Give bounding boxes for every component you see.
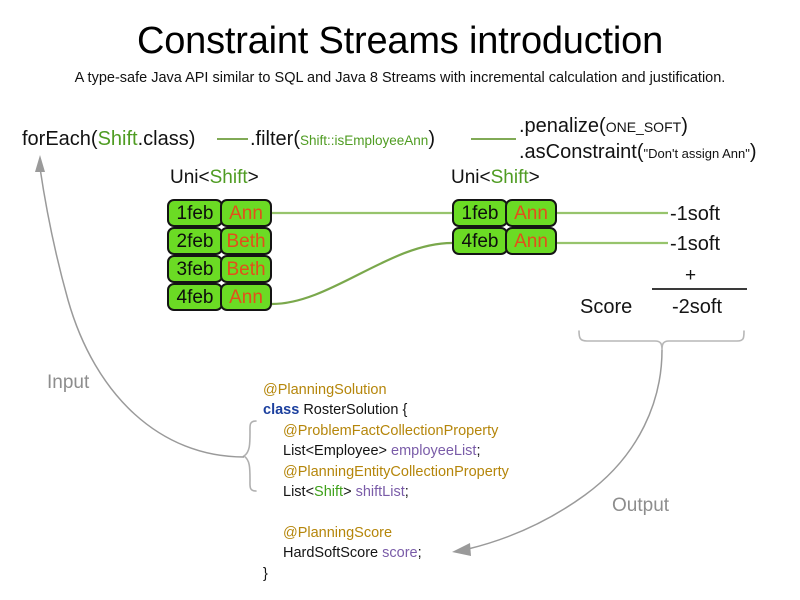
filter-prefix: .filter( (250, 128, 300, 150)
label-filter: .filter(Shift::isEmployeeAnn) (250, 126, 435, 154)
connector-stream-4feb (271, 241, 453, 306)
code-line: class RosterSolution { (263, 400, 509, 420)
code-token-plain: List<Employee> (283, 443, 392, 460)
code-line: @ProblemFactCollectionProperty (263, 421, 509, 441)
code-line (263, 502, 509, 522)
uni-right-suffix: > (528, 167, 540, 188)
shift-date-cell: 4feb (167, 283, 223, 311)
penalty-line-2: -1soft (670, 233, 721, 255)
code-fields-brace (242, 420, 257, 492)
code-token-plain: ; (476, 443, 481, 460)
shift-date-cell: 3feb (167, 255, 223, 283)
code-token-fld: shiftList (355, 483, 405, 500)
shift-employee-cell: Ann (220, 199, 272, 227)
code-line: List<Employee> employeeList; (263, 441, 509, 461)
code-line: @PlanningSolution (263, 380, 509, 400)
shift-employee-cell: Ann (505, 227, 557, 255)
as-constraint-arg: "Don't assign Ann" (643, 146, 750, 161)
output-label: Output (612, 495, 670, 516)
uni-right-prefix: Uni< (451, 167, 491, 188)
shift-employee-cell: Ann (505, 199, 557, 227)
penalize-arg: ONE_SOFT (605, 119, 682, 135)
code-token-anno: @PlanningEntityCollectionProperty (283, 463, 509, 480)
shift-date-cell: 4feb (452, 227, 508, 255)
code-token-plain: ; (404, 483, 409, 500)
code-token-plain: HardSoftScore (283, 545, 383, 562)
code-line: } (263, 564, 509, 584)
filter-suffix: ) (428, 128, 435, 150)
code-token-gtype: Shift (314, 483, 344, 500)
code-token-fld: score (382, 545, 418, 562)
input-arrow-head (35, 155, 45, 172)
shift-employee-cell: Beth (220, 255, 272, 283)
foreach-prefix: forEach( (22, 128, 98, 150)
sum-operator: + (685, 265, 697, 286)
code-line: @PlanningScore (263, 523, 509, 543)
score-brace (578, 330, 745, 351)
uni-right-type: Shift (490, 167, 529, 188)
foreach-type: Shift (97, 128, 138, 150)
code-line: HardSoftScore score; (263, 543, 509, 563)
code-token-fld: employeeList (391, 443, 477, 460)
uni-left-type: Shift (209, 167, 248, 188)
foreach-suffix: .class) (137, 128, 196, 150)
uni-header-right: Uni<Shift> (451, 166, 540, 190)
as-constraint-suffix: ) (749, 141, 757, 163)
input-label: Input (47, 372, 90, 393)
score-label: Score (580, 296, 633, 318)
code-token-anno: @PlanningSolution (263, 382, 387, 398)
uni-header-left: Uni<Shift> (170, 166, 259, 190)
label-foreach: forEach(Shift.class) (22, 126, 195, 152)
penalty-line-1: -1soft (670, 203, 721, 225)
as-constraint-prefix: .asConstraint( (519, 141, 644, 163)
code-token-plain: > (343, 483, 356, 500)
score-total: -2soft (672, 296, 723, 318)
code-token-plain: List< (283, 483, 315, 500)
code-line: @PlanningEntityCollectionProperty (263, 462, 509, 482)
code-line: List<Shift> shiftList; (263, 482, 509, 502)
code-token-plain: } (263, 565, 268, 582)
penalize-prefix: .penalize( (519, 115, 606, 137)
shift-employee-cell: Beth (220, 227, 272, 255)
shift-employee-cell: Ann (220, 283, 272, 311)
domain-model-code: @PlanningSolution class RosterSolution { @… (263, 380, 509, 584)
filter-method-ref: Shift::isEmployeeAnn (300, 133, 429, 148)
uni-left-suffix: > (247, 167, 259, 188)
code-token-plain: ; (417, 545, 422, 562)
code-token-anno: @ProblemFactCollectionProperty (283, 422, 499, 439)
shift-date-cell: 1feb (167, 199, 223, 227)
code-token-kw: class (263, 402, 300, 419)
code-token-plain: RosterSolution { (299, 402, 408, 419)
page-subtitle: A type-safe Java API similar to SQL and … (74, 70, 726, 86)
page-title: Constraint Streams introduction (136, 20, 664, 62)
sum-divider (652, 288, 747, 290)
label-penalize: .penalize(ONE_SOFT) (519, 113, 688, 140)
shift-date-cell: 1feb (452, 199, 508, 227)
uni-left-prefix: Uni< (170, 167, 210, 188)
code-token-anno: @PlanningScore (283, 524, 393, 541)
label-as-constraint: .asConstraint("Don't assign Ann") (519, 139, 757, 167)
penalize-suffix: ) (681, 115, 688, 137)
shift-date-cell: 2feb (167, 227, 223, 255)
